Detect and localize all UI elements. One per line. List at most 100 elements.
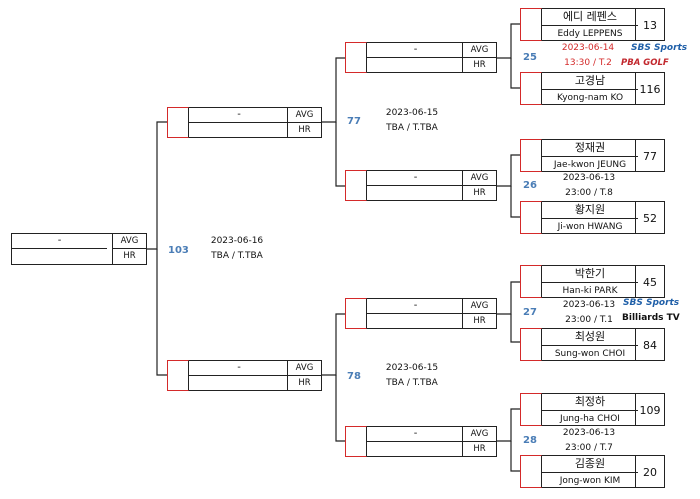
player-seed [520,265,542,298]
pba-golf-logo: PBA GOLF [621,58,669,68]
final-box: - AVG HR [11,233,147,265]
match-27-number: 27 [523,307,537,318]
player-name-english: Jung-ha CHOI [560,414,620,424]
player-name-english: Eddy LEPPENS [557,29,623,39]
player-box: 고경남 Kyong-nam KO 116 [520,72,665,105]
qf3-connector-top [497,281,520,315]
final-date: 2023-06-16 [210,236,264,246]
semi-bottom-time: TBA / T.TBA [386,378,438,388]
qf4-hr-label: HR [462,441,496,456]
final-player-name: - [12,234,107,249]
player-name-korean: 최성원 [542,329,638,346]
semi-top-avg-label: AVG [287,108,321,123]
player-seed [520,455,542,488]
qf1-avg-label: AVG [462,43,496,58]
qf4-avg-label: AVG [462,427,496,442]
semi-bottom-seed [167,360,189,391]
match-28-date: 2023-06-13 [562,428,616,438]
final-schedule: 2023-06-16 TBA / T.TBA [200,234,274,264]
qf-box-2: - AVG HR [345,170,497,201]
final-connector-top [147,121,167,250]
player-name-korean: 황지원 [542,202,638,219]
player-box: 황지원 Ji-won HWANG 52 [520,201,665,234]
match-26-number: 26 [523,180,537,191]
qf2-seed [345,170,367,201]
qf3-avg-label: AVG [462,299,496,314]
match-27-schedule: 2023-06-13 23:00 / T.1 [556,298,622,328]
match-28-time: 23:00 / T.7 [565,443,613,453]
match-27-time: 23:00 / T.1 [565,315,613,325]
player-name-english: Ji-won HWANG [557,222,623,232]
qf3-seed [345,298,367,329]
semi-top-name-empty [189,123,289,138]
player-box: 정재권 Jae-kwon JEUNG 77 [520,139,665,172]
player-name-english: Jae-kwon JEUNG [553,160,627,170]
qf1-name: - [367,43,464,58]
final-connector-bottom [156,249,167,376]
qf4-name: - [367,427,464,442]
semi-bottom-avg-label: AVG [287,361,321,376]
qf1-seed [345,42,367,73]
semi-box-bottom: - AVG HR [167,360,322,391]
match-25-schedule: 2023-06-14 13:30 / T.2 [550,41,626,71]
match-26-time: 23:00 / T.8 [565,188,613,198]
player-name-korean: 고경남 [542,73,638,90]
player-score: 45 [635,266,664,297]
semi-box-top: - AVG HR [167,107,322,138]
qf2-name: - [367,171,464,186]
player-name-korean: 정재권 [542,140,638,157]
match-26-date: 2023-06-13 [562,173,616,183]
qf3-name-empty [367,314,464,329]
semi-top-match-number: 77 [347,116,361,127]
player-score: 84 [635,329,664,360]
final-player-name-empty [12,249,107,264]
match-25-time: 13:30 / T.2 [564,58,612,68]
semi-bottom-date: 2023-06-15 [385,363,439,373]
player-name-korean: 최정하 [542,394,638,411]
semi-bottom-name-empty [189,376,289,391]
qf4-connector-top [497,408,520,442]
player-score: 116 [635,73,664,104]
player-box: 최성원 Sung-won CHOI 84 [520,328,665,361]
player-box: 박한기 Han-ki PARK 45 [520,265,665,298]
match-25-date: 2023-06-14 [561,43,615,53]
qf-box-3: - AVG HR [345,298,497,329]
player-name-english: Kyong-nam KO [556,93,624,103]
qf2-connector-top [497,154,520,187]
player-seed [520,393,542,426]
final-avg-label: AVG [112,234,146,249]
semi2-connector-top [322,313,345,376]
match-25-number: 25 [523,52,537,63]
qf2-connector-bottom [510,186,520,218]
qf4-name-empty [367,442,464,457]
final-time: TBA / T.TBA [211,251,263,261]
player-score: 77 [635,140,664,171]
semi-top-seed [167,107,189,138]
semi-top-name: - [189,108,289,123]
player-name-korean: 김종원 [542,456,638,473]
player-name-english: Jong-won KIM [559,476,621,486]
semi-top-schedule: 2023-06-15 TBA / T.TBA [378,106,446,136]
player-seed [520,139,542,172]
qf3-hr-label: HR [462,313,496,328]
qf1-connector-top [497,23,520,59]
qf2-name-empty [367,186,464,201]
player-name-korean: 에디 레펜스 [542,9,638,26]
qf2-hr-label: HR [462,185,496,200]
semi-top-hr-label: HR [287,122,321,137]
match-28-number: 28 [523,435,537,446]
player-seed [520,328,542,361]
player-score: 20 [635,456,664,487]
player-score: 52 [635,202,664,233]
player-box: 에디 레펜스 Eddy LEPPENS 13 [520,8,665,41]
semi-top-date: 2023-06-15 [385,108,439,118]
qf4-connector-bottom [510,441,520,472]
qf2-avg-label: AVG [462,171,496,186]
player-name-korean: 박한기 [542,266,638,283]
qf4-seed [345,426,367,457]
billiards-tv-logo: Billiards TV [622,313,680,323]
qf1-connector-bottom [510,58,520,89]
final-match-number: 103 [168,245,189,256]
player-box: 김종원 Jong-won KIM 20 [520,455,665,488]
